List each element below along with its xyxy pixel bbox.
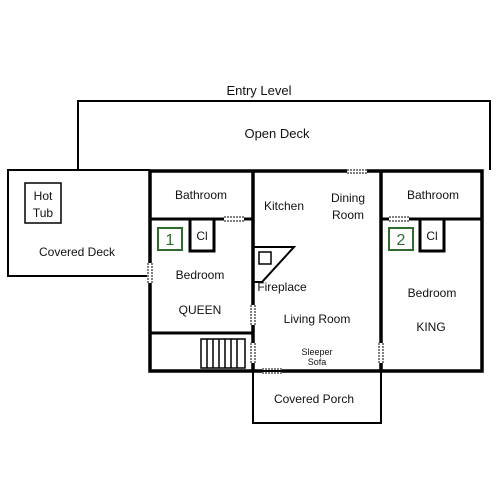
open-deck-outline [77, 100, 491, 170]
door-left-bed [250, 305, 256, 325]
bedroom-left-bed-label: QUEEN [179, 303, 222, 317]
sleeper-label-1: Sleeper [301, 347, 332, 357]
covered-deck-label: Covered Deck [39, 245, 116, 259]
door-left-bath [224, 216, 244, 222]
living-room-label: Living Room [284, 312, 351, 326]
covered-deck-outline [7, 169, 150, 277]
fireplace-box [258, 251, 272, 265]
plan-title: Entry Level [226, 83, 291, 98]
kitchen-label: Kitchen [264, 199, 304, 213]
closet-right-wall [418, 219, 446, 253]
bathroom-right-label: Bathroom [407, 188, 459, 202]
fireplace-hearth [253, 246, 297, 283]
covered-porch-outline [252, 370, 382, 424]
bedroom-left-label: Bedroom [176, 268, 225, 282]
bedroom-number-box-1 [157, 227, 183, 251]
open-deck-label: Open Deck [244, 126, 310, 141]
door-right-bed [378, 343, 384, 363]
covered-porch-label: Covered Porch [274, 392, 354, 406]
hot-tub-label-2: Tub [33, 206, 54, 220]
bedroom-number-1: 1 [166, 232, 175, 249]
door-covered-deck [147, 263, 153, 283]
closet-right-label: Cl [426, 229, 437, 243]
dining-label-1: Dining [331, 191, 365, 205]
dining-label-2: Room [332, 208, 364, 222]
stairs [200, 338, 246, 369]
closet-left-wall [188, 219, 216, 253]
bedroom-number-box-2 [388, 227, 414, 251]
door-left-stairs [250, 343, 256, 363]
door-right-bath [389, 216, 409, 222]
bedroom-number-2: 2 [397, 232, 406, 249]
bedroom-right-label: Bedroom [408, 286, 457, 300]
fireplace-label: Fireplace [257, 280, 307, 294]
stairs-outline [200, 338, 246, 369]
sleeper-label-2: Sofa [308, 357, 327, 367]
closet-left-label: Cl [196, 229, 207, 243]
bedroom-right-bed-label: KING [416, 320, 445, 334]
door-top-entry [347, 168, 367, 174]
hot-tub-label-1: Hot [34, 189, 53, 203]
fireplace-symbol [253, 246, 297, 283]
hot-tub [24, 182, 62, 224]
bathroom-left-label: Bathroom [175, 188, 227, 202]
